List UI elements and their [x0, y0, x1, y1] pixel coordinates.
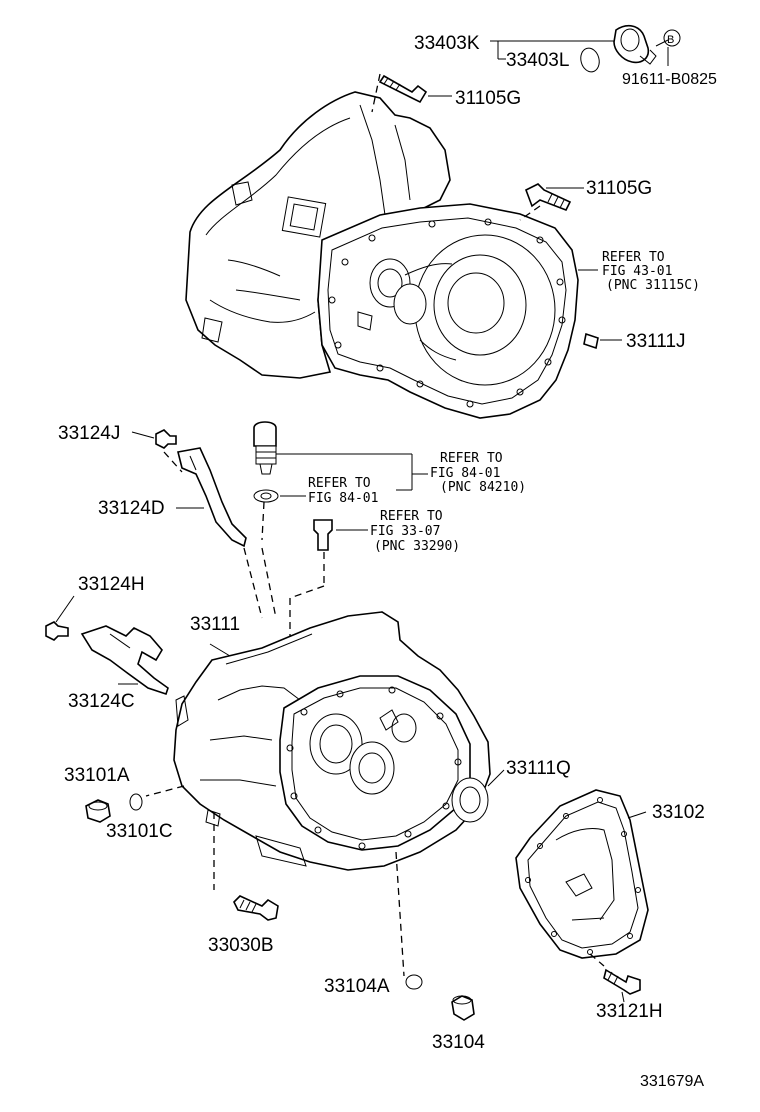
- label-33124D: 33124D: [98, 498, 165, 519]
- gasket-33101C: [129, 793, 143, 811]
- label-33403K: 33403K: [414, 33, 480, 54]
- ref-84-01-a-line1: REFER TO: [440, 451, 503, 466]
- label-33124C: 33124C: [68, 691, 135, 712]
- ref-84-01-a-line2: FIG 84-01: [430, 466, 500, 481]
- plug-33101A: [85, 799, 111, 823]
- bolt-31105G-right: [519, 183, 584, 221]
- pin-33111J: [583, 332, 622, 350]
- ref-33-07-line2: FIG 33-07: [370, 524, 440, 539]
- bolt-31105G-upper: [371, 73, 452, 113]
- label-33111: 33111: [190, 614, 240, 635]
- label-B: B: [667, 34, 674, 46]
- bolt-33124H: [45, 595, 75, 641]
- ref-84-01-b-line2: FIG 84-01: [308, 491, 378, 506]
- bracket-33124C: [80, 625, 169, 696]
- diagram-id: 331679A: [640, 1073, 704, 1090]
- bolt-33030B: [233, 895, 279, 921]
- label-91611-B0825: 91611-B0825: [622, 71, 717, 88]
- upper-housing-drawing: [185, 91, 579, 419]
- label-33124H: 33124H: [78, 574, 145, 595]
- ref-33-07-line3: (PNC 33290): [374, 539, 460, 554]
- label-33101C: 33101C: [106, 821, 173, 842]
- bolt-33124J: [131, 429, 183, 473]
- label-33102: 33102: [652, 802, 705, 823]
- label-33101A: 33101A: [64, 765, 130, 786]
- sensor-switch: [253, 421, 428, 541]
- ref-43-01-line3: (PNC 31115C): [606, 278, 700, 293]
- washer-33104A: [405, 974, 423, 990]
- speedometer-sleeve-group: [490, 24, 681, 73]
- ref-84-01-b-line1: REFER TO: [308, 476, 371, 491]
- label-33030B: 33030B: [208, 935, 274, 956]
- bracket-33124D: [176, 447, 277, 619]
- label-33124J: 33124J: [58, 423, 120, 444]
- label-33104A: 33104A: [324, 976, 390, 997]
- label-31105G-upper: 31105G: [455, 88, 521, 109]
- ref-43-01-line1: REFER TO: [602, 250, 665, 265]
- label-33104: 33104: [432, 1032, 485, 1053]
- bolt-33121H: [603, 968, 641, 1003]
- label-33111Q: 33111Q: [506, 758, 571, 779]
- cover-33102: [515, 789, 649, 967]
- ref-43-01-line2: FIG 43-01: [602, 264, 672, 279]
- label-31105G-right: 31105G: [586, 178, 652, 199]
- label-33111J: 33111J: [626, 331, 686, 352]
- ref-33-07-line1: REFER TO: [380, 509, 443, 524]
- main-case-33111: [145, 611, 505, 977]
- ref-84-01-a-line3: (PNC 84210): [440, 480, 526, 495]
- label-33403L: 33403L: [506, 50, 569, 71]
- plug-33104: [451, 995, 475, 1021]
- label-33121H: 33121H: [596, 1001, 663, 1022]
- plug-fig-33-07: [289, 519, 368, 636]
